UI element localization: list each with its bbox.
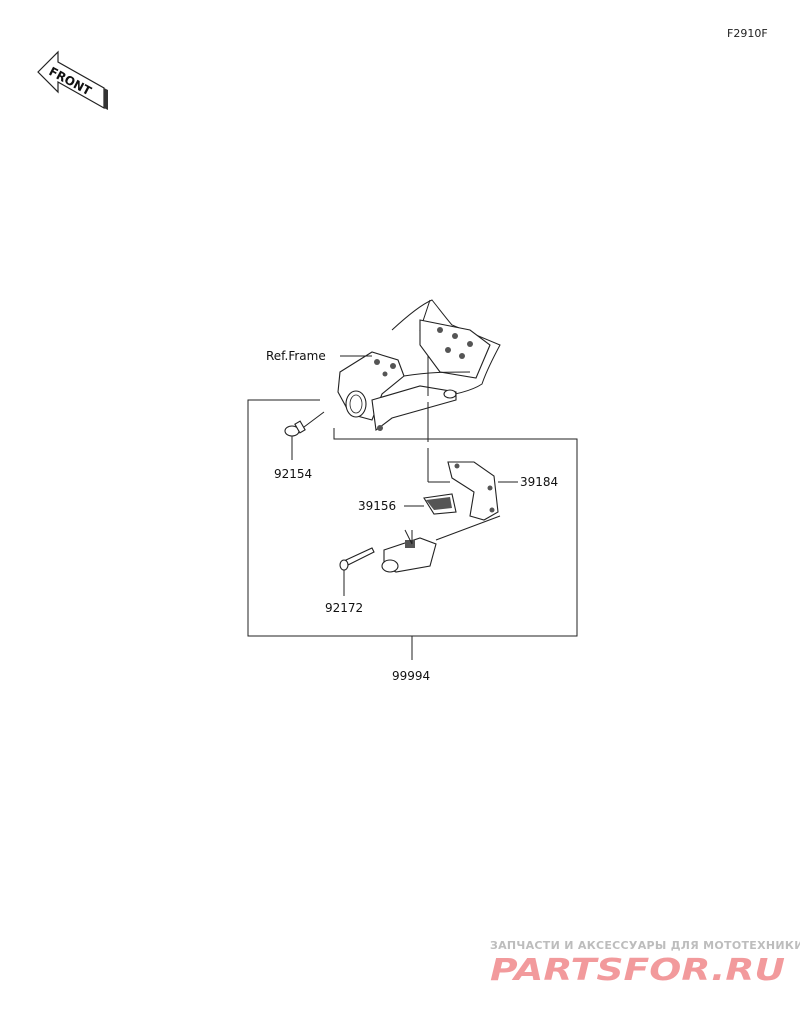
mount-block-icon [381,529,437,573]
bolt-92154-icon [284,411,325,460]
front-arrow-icon: FRONT [37,50,108,110]
watermark-tagline: ЗАПЧАСТИ И АКСЕССУАРЫ ДЛЯ МОТОТЕХНИКИ [490,939,800,952]
pad-39156-icon [423,493,457,515]
cover-39184-icon [447,461,499,521]
frame-illustration [337,299,501,432]
part-39184-label: 39184 [520,475,558,489]
part-92154-label: 92154 [274,467,312,481]
ref-frame-label: Ref.Frame [266,349,326,363]
part-92172-label: 92172 [325,601,363,615]
svg-text:PARTSFOR.RU: PARTSFOR.RU [490,953,785,986]
kit-outline [247,399,578,637]
part-99994-label: 99994 [392,669,430,683]
part-39156-label: 39156 [358,499,396,513]
diagram-code: F2910F [727,27,768,40]
watermark-logo: PARTSFOR.RU [490,953,785,986]
bolt-92172-icon [339,547,375,596]
